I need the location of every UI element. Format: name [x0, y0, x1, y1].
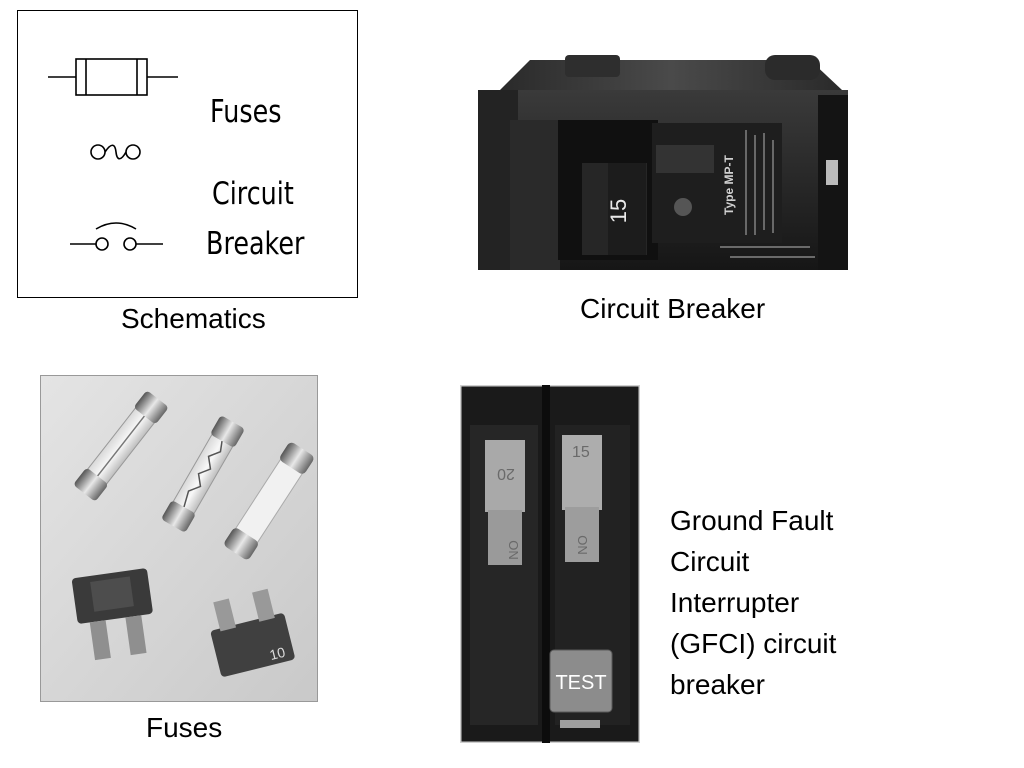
schematics-panel: Fuses Circuit Breaker — [17, 10, 358, 298]
gfci-breaker-illustration: 20 ON 15 ON TEST — [460, 385, 640, 743]
gfci-description-line: Interrupter — [670, 587, 800, 618]
fuses-caption: Fuses — [146, 712, 223, 743]
glass-fuse-1 — [74, 391, 168, 501]
blade-fuse-1 — [71, 568, 153, 661]
breaker-handle-number: 15 — [606, 199, 631, 223]
gfci-left-handle-number: 20 — [497, 465, 515, 482]
circuit-breaker-photo: 15 Type MP-T — [470, 35, 850, 275]
gfci-description-line: breaker — [670, 669, 765, 700]
ceramic-fuse — [224, 442, 314, 560]
gfci-test-button — [549, 649, 613, 713]
gfci-description-line: (GFCI) circuit — [670, 628, 837, 659]
fuse-curve-symbol — [90, 144, 141, 160]
schematic-symbols — [48, 58, 178, 251]
gfci-right-on-label: ON — [575, 535, 590, 555]
schematic-fuses-label: Fuses — [210, 94, 282, 130]
breaker-fine-print — [720, 130, 815, 258]
schematic-breaker-label-line2: Breaker — [206, 226, 305, 262]
fuses-photo: 10 — [40, 375, 318, 702]
breaker-label-text: Type MP-T — [722, 155, 736, 215]
gfci-right-handle-number: 15 — [572, 444, 590, 461]
gfci-breaker-photo: 20 ON 15 ON TEST — [460, 385, 640, 743]
gfci-left-on-label: ON — [506, 540, 521, 560]
schematic-breaker-label-line1: Circuit — [212, 176, 294, 212]
gfci-description: Ground Fault Circuit Interrupter (GFCI) … — [670, 500, 836, 705]
circuit-breaker-caption: Circuit Breaker — [580, 293, 766, 324]
gfci-description-line: Circuit — [670, 546, 750, 577]
gfci-description-line: Ground Fault — [670, 505, 834, 536]
blade-fuse-rating: 10 — [268, 644, 287, 663]
glass-fuse-2 — [162, 416, 244, 532]
breaker-symbol — [70, 222, 163, 251]
circuit-breaker-illustration: 15 Type MP-T — [478, 55, 848, 270]
blade-fuse-2: 10 — [210, 588, 295, 677]
fuses-illustration: 10 — [41, 376, 317, 701]
gfci-test-button-label: TEST — [555, 672, 606, 694]
fuse-rectangle-symbol — [48, 58, 178, 96]
schematics-caption: Schematics — [121, 303, 266, 334]
